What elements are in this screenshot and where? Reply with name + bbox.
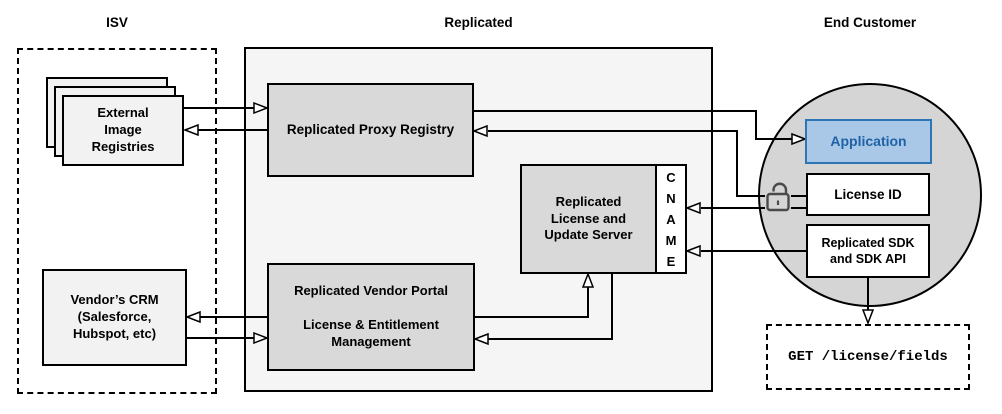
external-image-registries-label: External Image Registries — [91, 105, 155, 154]
license-id-node: License ID — [806, 173, 930, 216]
replicated-sdk-node: Replicated SDK and SDK API — [806, 224, 930, 278]
cname-node: C N A M E — [655, 164, 687, 274]
section-label-isv: ISV — [106, 15, 128, 30]
replicated-sdk-label: Replicated SDK and SDK API — [821, 235, 915, 266]
replicated-proxy-registry-node: Replicated Proxy Registry — [267, 83, 474, 177]
get-license-fields-box: GET /license/fields — [766, 324, 970, 390]
vendors-crm-label: Vendor’s CRM (Salesforce, Hubspot, etc) — [70, 292, 159, 341]
license-id-label: License ID — [834, 186, 902, 202]
application-label: Application — [830, 133, 907, 150]
replicated-proxy-registry-label: Replicated Proxy Registry — [286, 122, 455, 138]
vendors-crm-node: Vendor’s CRM (Salesforce, Hubspot, etc) — [42, 269, 187, 366]
get-license-fields-label: GET /license/fields — [788, 349, 948, 365]
license-update-server-label: Replicated License and Update Server — [544, 193, 633, 243]
isv-section-box — [17, 48, 217, 394]
external-image-registries-node: External Image Registries — [62, 95, 184, 166]
cname-label: C N A M E — [665, 169, 677, 269]
license-update-server-node: Replicated License and Update Server — [520, 164, 657, 274]
vendor-portal-node: Replicated Vendor Portal License & Entit… — [267, 263, 475, 371]
section-label-end-customer: End Customer — [823, 15, 917, 30]
section-label-replicated: Replicated — [444, 15, 513, 30]
application-node: Application — [805, 119, 932, 164]
vendor-portal-label: Replicated Vendor Portal License & Entit… — [294, 283, 448, 349]
